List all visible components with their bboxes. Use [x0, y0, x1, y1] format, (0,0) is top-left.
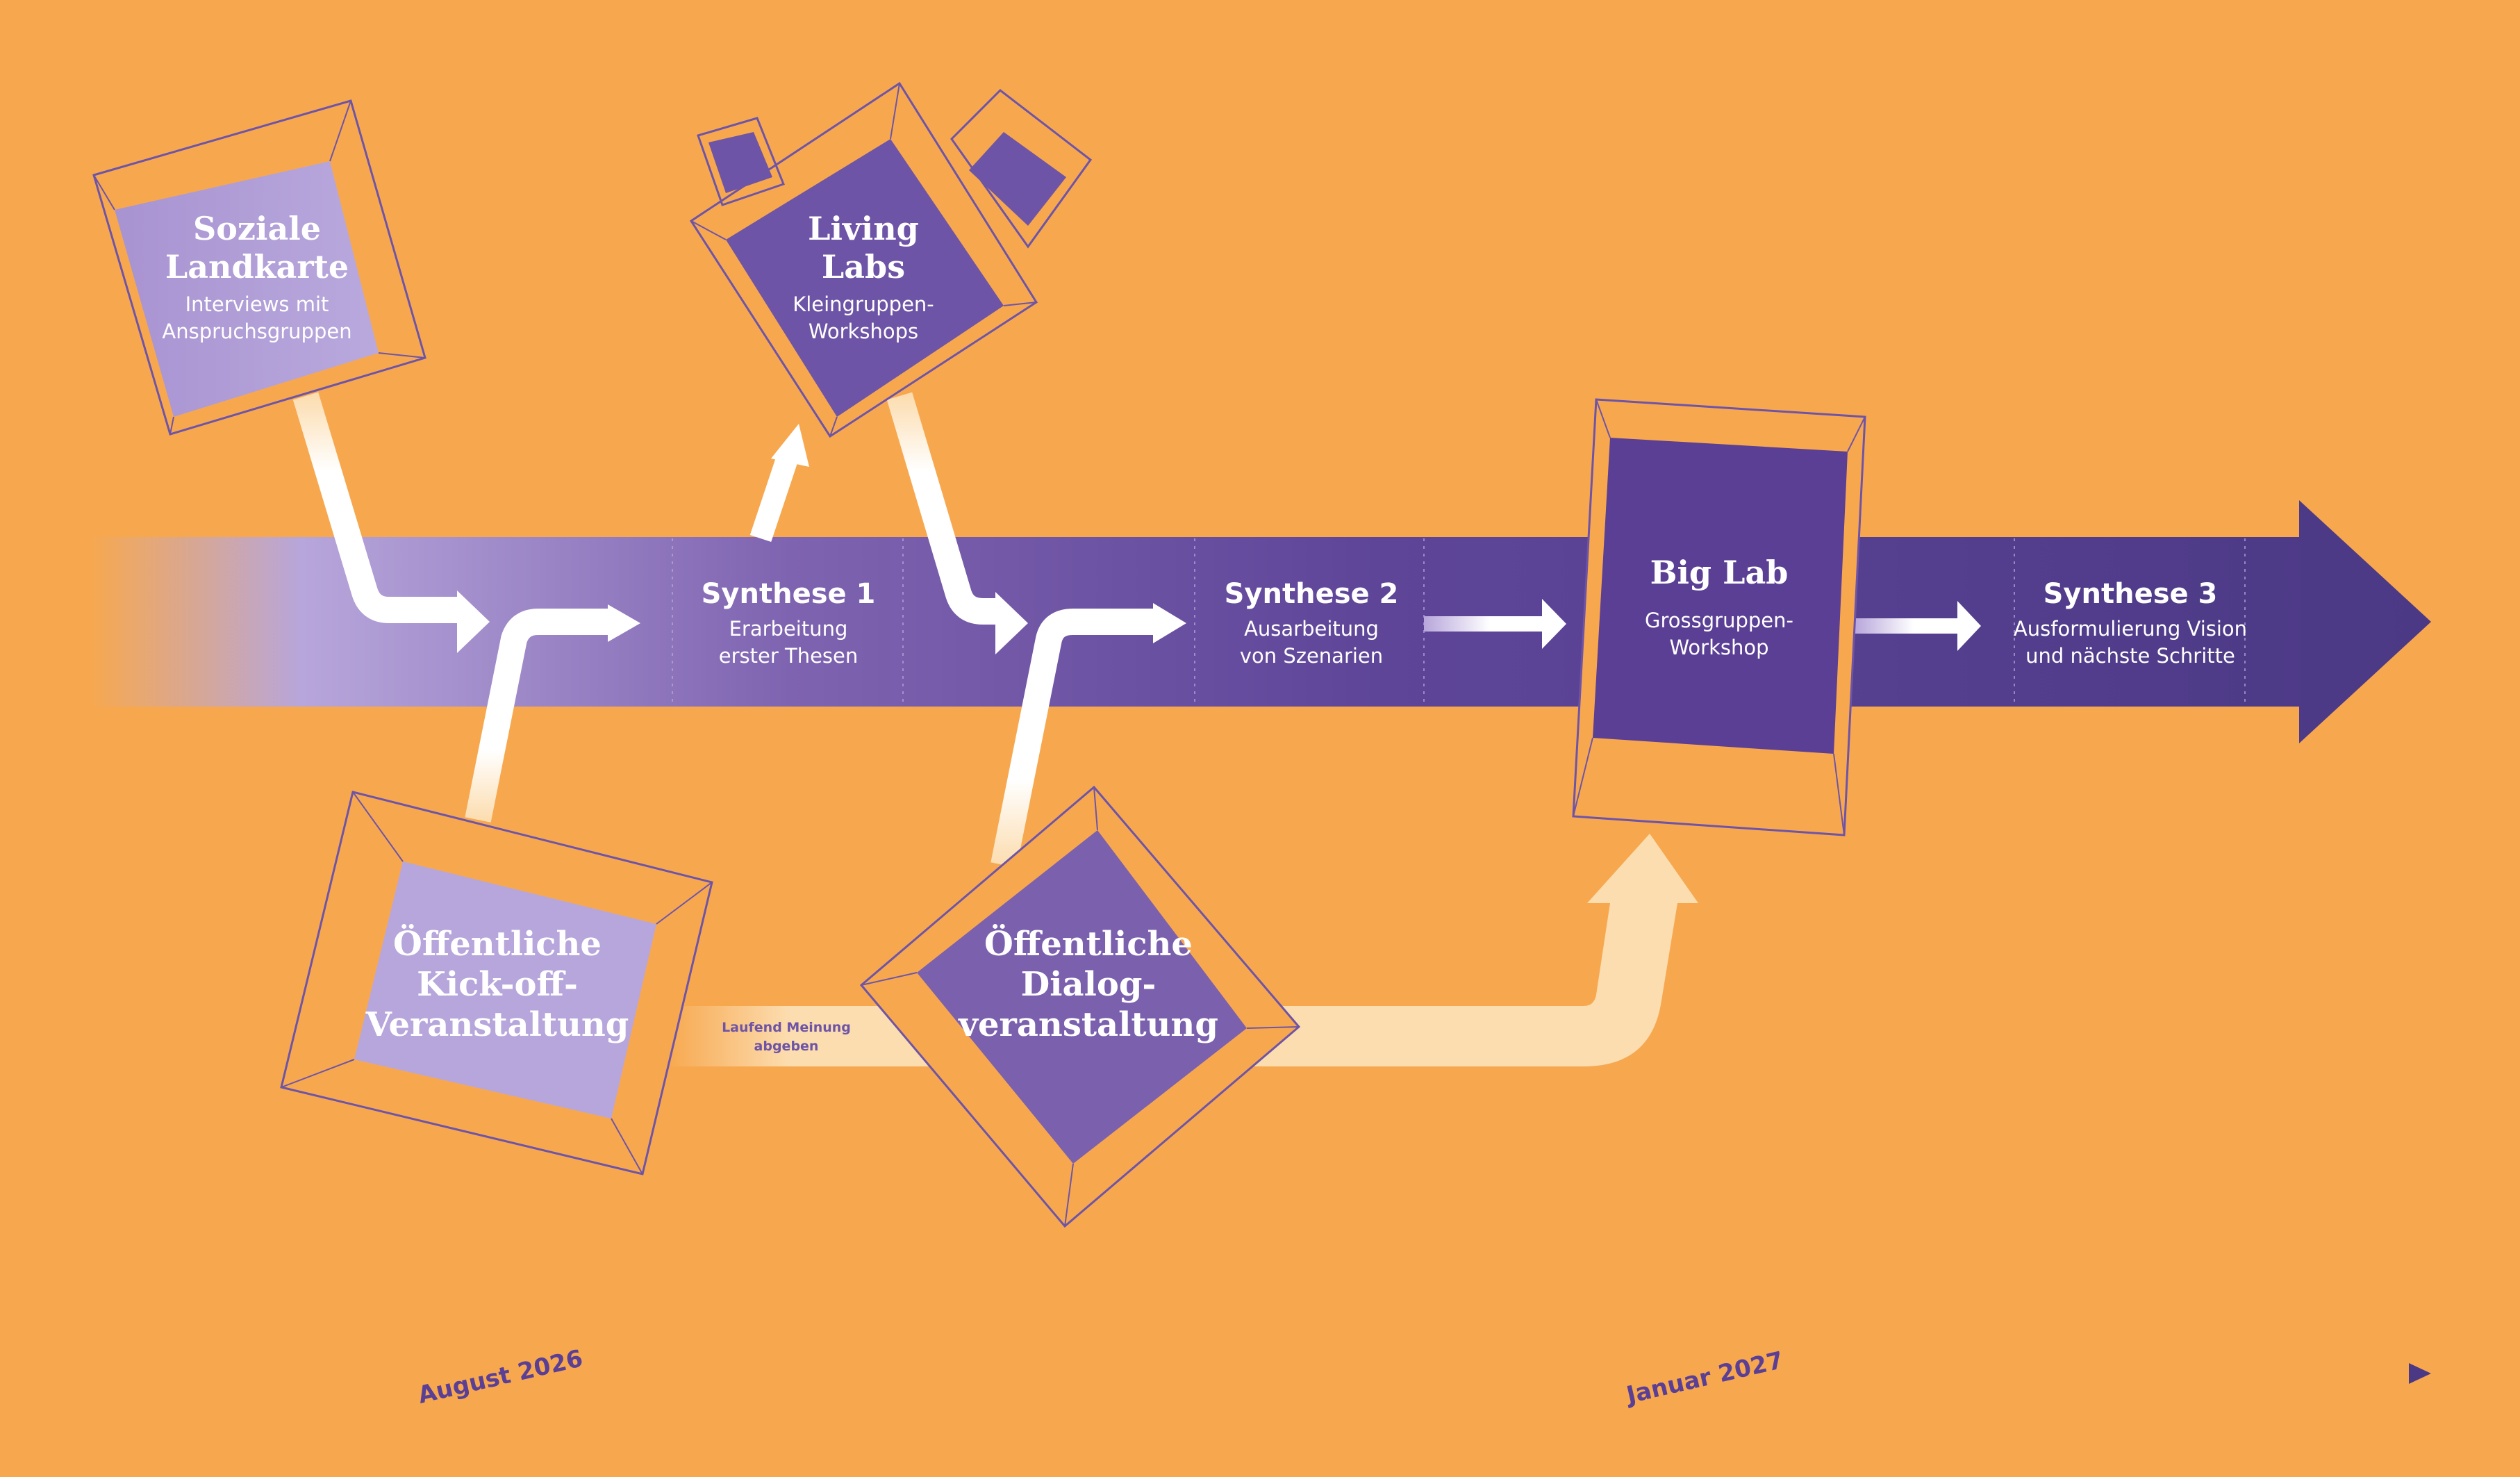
soziale-sub-2: Anspruchsgruppen	[162, 320, 351, 343]
synthese-1-sub-2: erster Thesen	[719, 644, 859, 668]
node-kickoff: Öffentliche Kick-off- Veranstaltung	[280, 791, 713, 1175]
timeline-start-label: August 2026	[415, 1344, 586, 1409]
living-sub-2: Workshops	[809, 320, 918, 343]
timeline-arrowhead	[2409, 1363, 2431, 1384]
synthese-2-sub-1: Ausarbeitung	[1244, 617, 1379, 641]
timeline-end-label: Januar 2027	[1623, 1346, 1786, 1410]
soziale-title-2: Landkarte	[165, 248, 349, 286]
synthesis-dividers	[672, 538, 2246, 705]
timeline: August 2026 Januar 2027	[90, 1344, 2431, 1410]
node-dialog: Öffentliche Dialog- veranstaltung	[859, 785, 1301, 1228]
feedback-label-2: abgeben	[754, 1039, 819, 1054]
node-big-lab: Big Lab Grossgruppen- Workshop	[1572, 398, 1866, 836]
kickoff-title-1: Öffentliche	[393, 923, 602, 964]
kickoff-title-2: Kick-off-	[417, 965, 578, 1004]
synthese-3-title: Synthese 3	[2044, 578, 2218, 610]
synthese-3-sub-2: und nächste Schritte	[2025, 644, 2235, 668]
biglab-sub-1: Grossgruppen-	[1645, 609, 1793, 632]
synthesis-2: Synthese 2 Ausarbeitung von Szenarien	[1225, 578, 1399, 668]
living-title-2: Labs	[822, 248, 905, 286]
connector-arrows	[292, 392, 1981, 868]
node-living-labs: Living Labs Kleingruppen- Workshops	[689, 81, 1093, 438]
biglab-sub-2: Workshop	[1669, 636, 1768, 659]
synthesis-1: Synthese 1 Erarbeitung erster Thesen	[702, 578, 876, 668]
synthese-1-title: Synthese 1	[702, 578, 876, 610]
soziale-title-1: Soziale	[193, 210, 321, 247]
synthese-2-title: Synthese 2	[1225, 578, 1399, 610]
kickoff-title-3: Veranstaltung	[365, 1005, 629, 1044]
synthese-2-sub-2: von Szenarien	[1240, 644, 1383, 668]
synthese-1-sub-1: Erarbeitung	[729, 617, 848, 641]
dialog-title-1: Öffentliche	[984, 923, 1193, 964]
living-sub-1: Kleingruppen-	[793, 292, 934, 316]
living-title-1: Living	[808, 210, 919, 247]
synthesis-3: Synthese 3 Ausformulierung Vision und nä…	[2014, 578, 2247, 668]
feedback-label-1: Laufend Meinung	[722, 1020, 851, 1035]
dialog-title-3: veranstaltung	[958, 1005, 1218, 1044]
dialog-title-2: Dialog-	[1021, 965, 1157, 1004]
soziale-sub-1: Interviews mit	[185, 292, 329, 316]
node-soziale-landkarte: Soziale Landkarte Interviews mit Anspruc…	[92, 99, 426, 436]
synthese-3-sub-1: Ausformulierung Vision	[2014, 617, 2247, 641]
biglab-title: Big Lab	[1650, 554, 1789, 591]
